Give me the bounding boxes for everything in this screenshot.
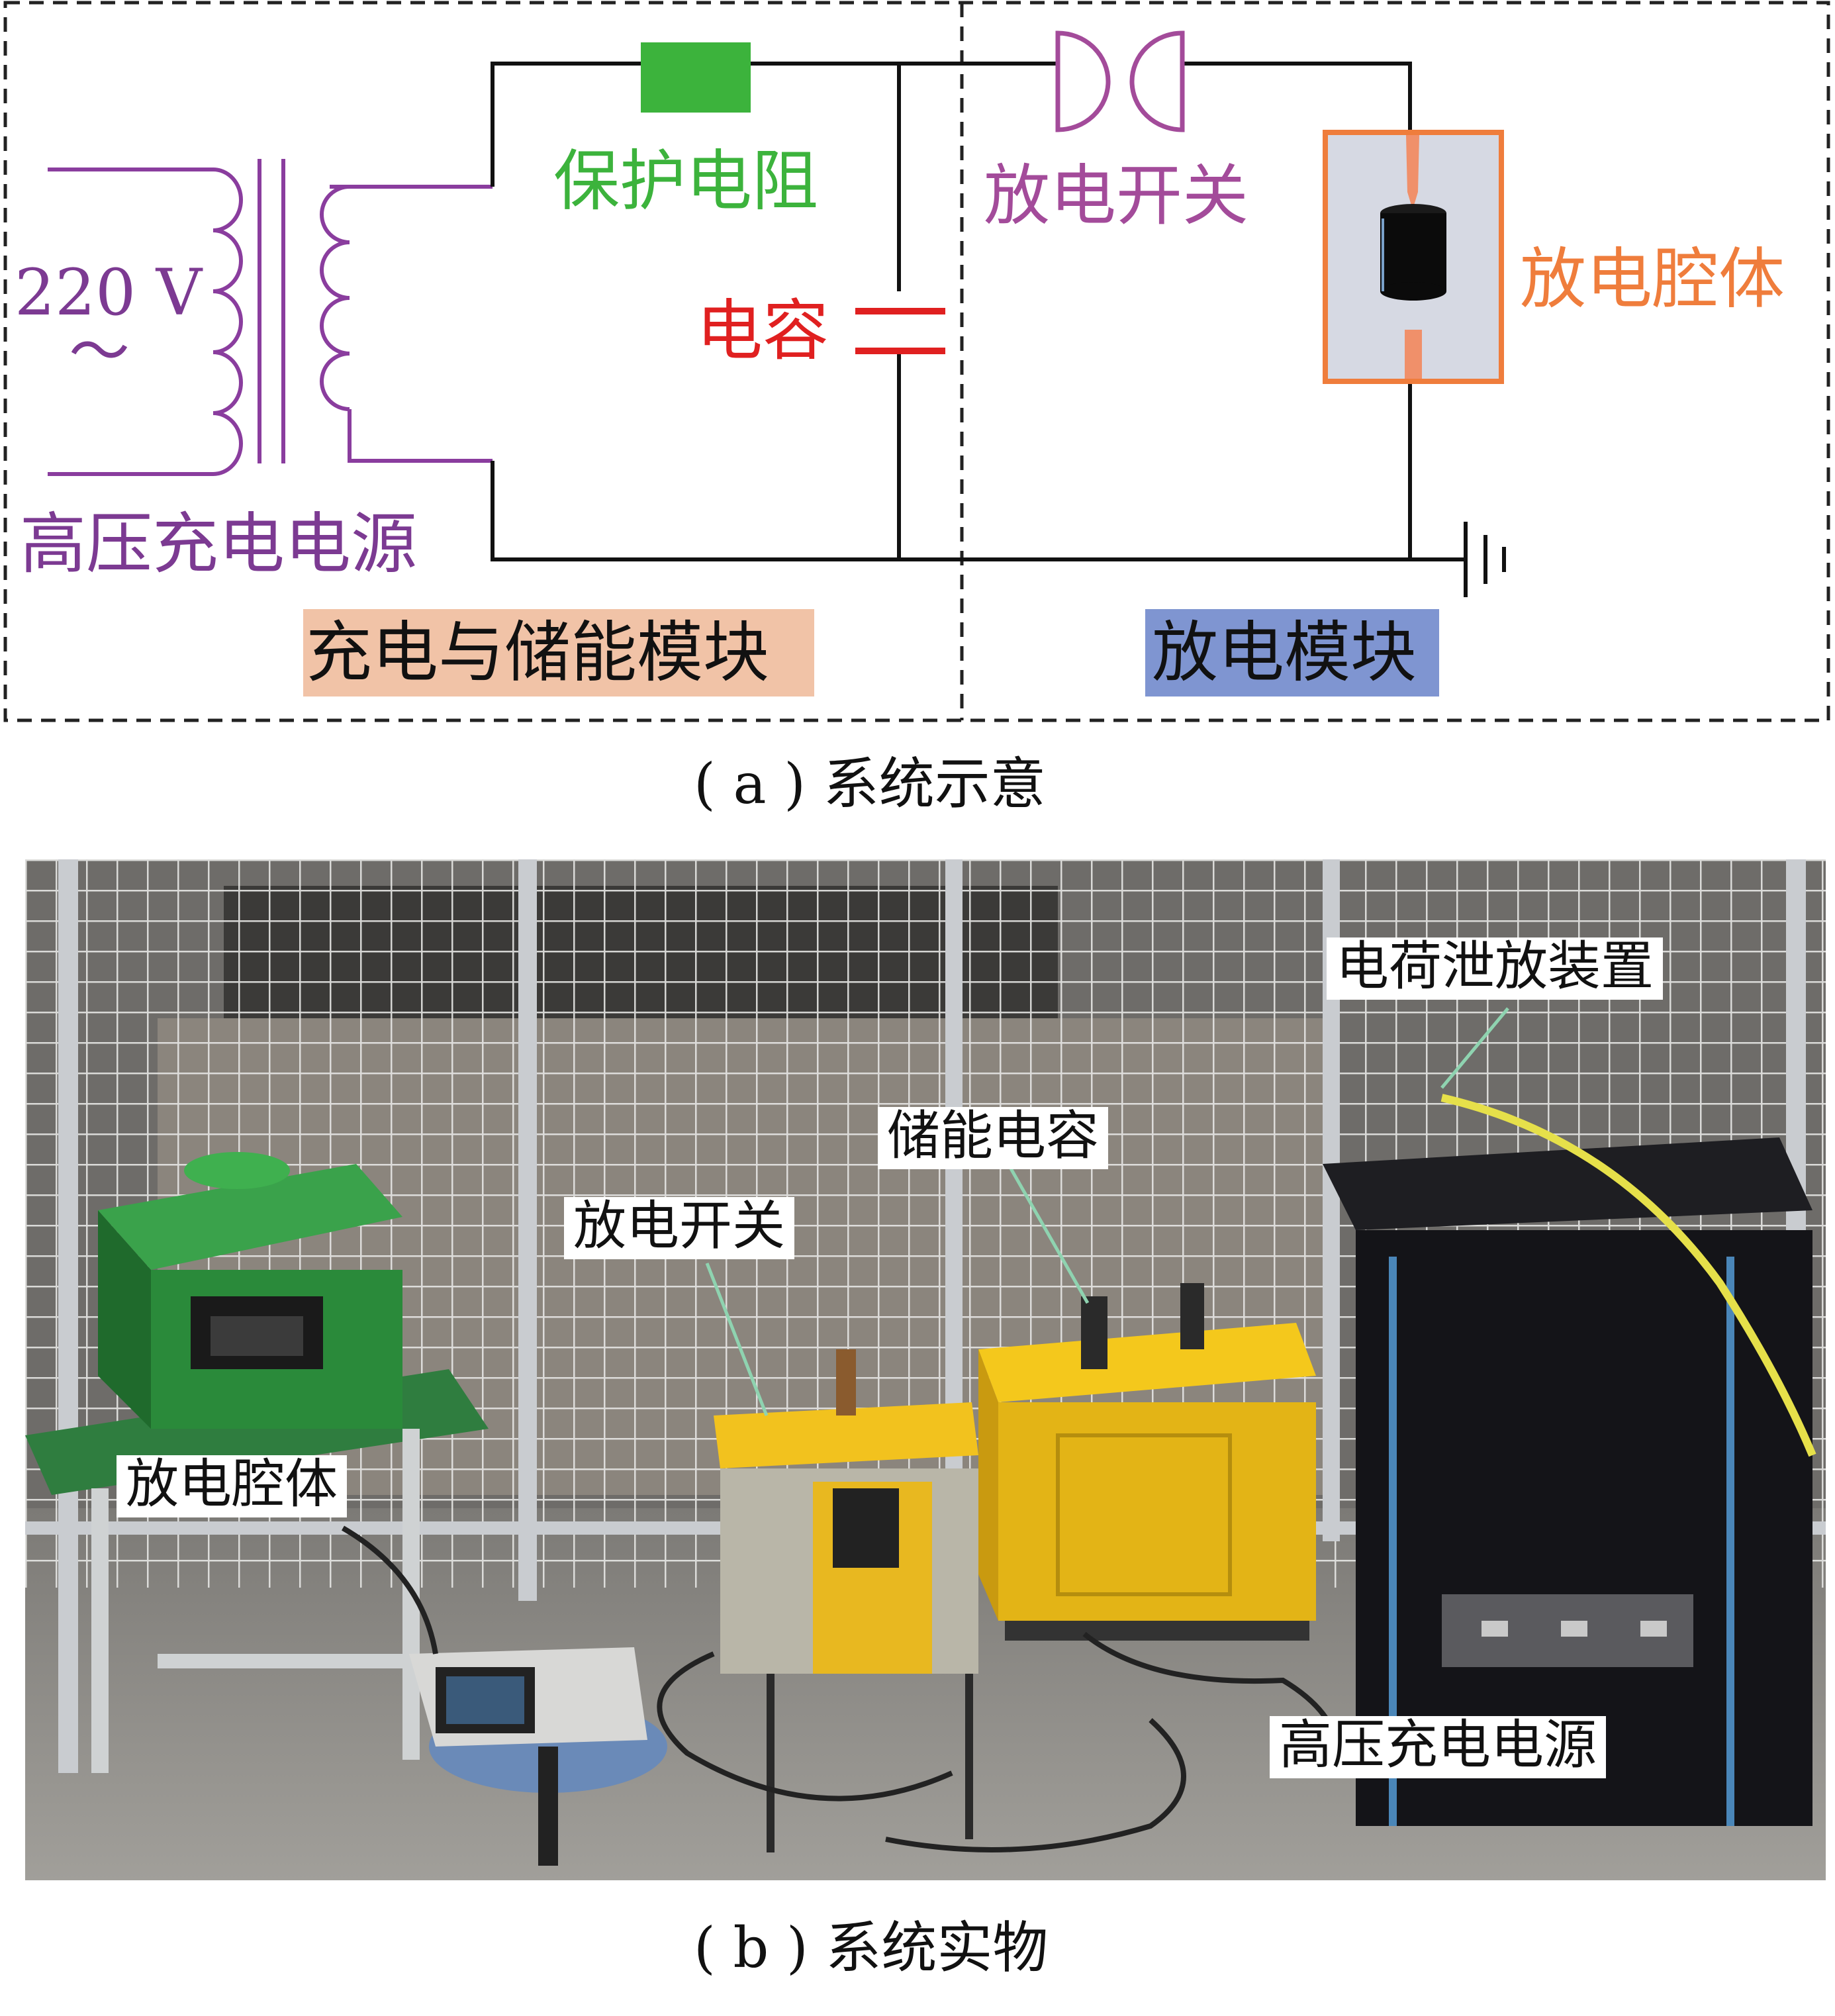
charge-module-label-bg: [303, 609, 814, 696]
leader-lines: [705, 1007, 1509, 1416]
resistor-label: 保护电阻: [553, 142, 818, 220]
switch-label: 放电开关: [984, 157, 1248, 234]
release-cable: [1440, 1094, 1816, 1457]
schematic-diagram: [3, 1, 1830, 722]
charge-module-label: 充电与储能模块: [306, 614, 769, 691]
floor-cables: [341, 1525, 1341, 1852]
chamber-box: [98, 1152, 402, 1429]
chamber-label: 放电腔体: [1520, 240, 1785, 318]
capacitor-label: 电容: [696, 292, 829, 369]
switch-box: [714, 1349, 978, 1852]
resistor-symbol: [641, 42, 751, 113]
chamber-symbol: [1323, 130, 1504, 384]
discharge-chamber-label: 放电腔体: [117, 1455, 347, 1517]
power-supply-photo-label: 高压充电电源: [1270, 1716, 1606, 1778]
switch-symbol: [1055, 30, 1185, 132]
circuit-wires: [491, 62, 1466, 561]
discharge-switch-label: 放电开关: [564, 1197, 794, 1259]
ground-symbol: [1464, 522, 1506, 597]
source-voltage-label: 220 V: [15, 256, 203, 330]
storage-capacitor-label: 储能电容: [878, 1107, 1108, 1169]
schematic-dashed-frame: [3, 1, 1830, 722]
ac-symbol: ～: [69, 316, 130, 387]
capacitor-symbol: [855, 308, 945, 354]
discharge-module-label-bg: [1145, 609, 1439, 696]
caption-b: ( b ) 系统实物: [694, 1915, 1049, 1980]
system-photo: 电荷泄放装置 储能电容 放电开关 放电腔体 高压充电电源: [25, 859, 1826, 1880]
charge-release-label: 电荷泄放装置: [1327, 937, 1663, 1000]
caption-a: ( a ) 系统示意: [694, 751, 1046, 816]
capacitor-box: [978, 1283, 1316, 1641]
transformer: [48, 159, 493, 476]
oscilloscope: [409, 1647, 667, 1866]
power-supply-label: 高压充电电源: [20, 505, 417, 583]
discharge-module-label: 放电模块: [1152, 614, 1417, 691]
